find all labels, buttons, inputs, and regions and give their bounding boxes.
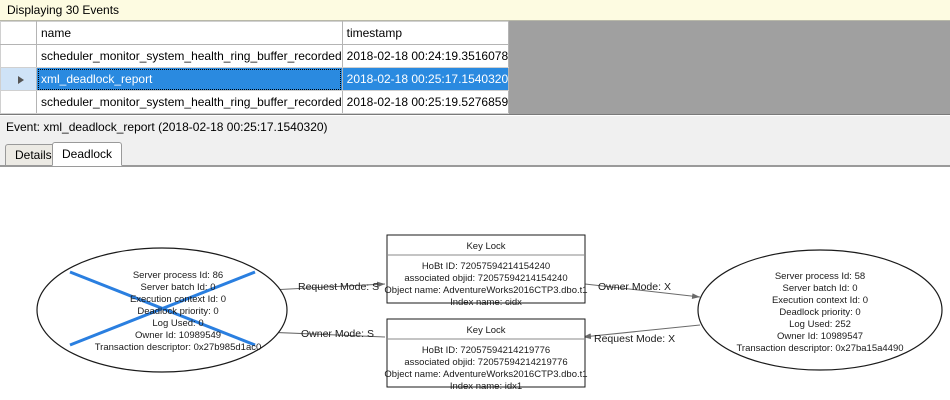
events-grid[interactable]: name timestamp scheduler_monitor_system_… [0, 21, 950, 115]
resource-top-line-1: HoBt ID: 72057594214154240 [422, 261, 550, 272]
cell-name[interactable]: scheduler_monitor_system_health_ring_buf… [36, 90, 343, 114]
cell-name[interactable]: scheduler_monitor_system_health_ring_buf… [36, 44, 343, 68]
process-right-line-7: Transaction descriptor: 0x27ba15a4490 [736, 343, 903, 354]
resource-bottom-line-3: Object name: AdventureWorks2016CTP3.dbo.… [384, 369, 587, 380]
edge-request-mode-x [582, 324, 701, 340]
process-left-line-5: Log Used: 0 [152, 318, 203, 329]
row-header-cell-current[interactable] [0, 67, 37, 91]
edge-label-request-mode-x: Request Mode: X [594, 333, 675, 345]
table-header-row: name timestamp [0, 21, 510, 45]
process-right-line-4: Deadlock priority: 0 [779, 307, 860, 318]
edge-label-owner-mode-s: Owner Mode: S [301, 328, 374, 340]
process-right-line-2: Server batch Id: 0 [783, 283, 858, 294]
process-left-line-6: Owner Id: 10989549 [135, 330, 221, 341]
event-header-text: Event: xml_deadlock_report (2018-02-18 0… [6, 120, 328, 134]
resource-node-bottom[interactable]: Key Lock HoBt ID: 72057594214219776 asso… [384, 318, 588, 392]
tab-strip-baseline [0, 165, 950, 166]
events-info-text: Displaying 30 Events [7, 3, 120, 17]
resource-top-line-3: Object name: AdventureWorks2016CTP3.dbo.… [384, 285, 587, 296]
event-header-bar: Event: xml_deadlock_report (2018-02-18 0… [0, 116, 950, 138]
table-row[interactable]: scheduler_monitor_system_health_ring_buf… [0, 44, 510, 68]
process-left-line-4: Deadlock priority: 0 [137, 306, 218, 317]
process-right-line-1: Server process Id: 58 [775, 271, 865, 282]
events-grid-table: name timestamp scheduler_monitor_system_… [0, 21, 510, 114]
process-right-line-5: Log Used: 252 [789, 319, 851, 330]
resource-bottom-title: Key Lock [466, 325, 505, 336]
deadlock-graph-panel[interactable]: Server process Id: 86 Server batch Id: 0… [0, 166, 950, 400]
row-header-corner[interactable] [0, 21, 37, 45]
resource-top-line-4: Index name: cidx [450, 297, 522, 308]
table-row[interactable]: scheduler_monitor_system_health_ring_buf… [0, 90, 510, 114]
current-row-arrow-icon [17, 75, 24, 84]
tab-strip: Details Deadlock [0, 138, 950, 166]
table-row-selected[interactable]: xml_deadlock_report 2018-02-18 00:25:17.… [0, 67, 510, 91]
edge-label-request-mode-s: Request Mode: S [298, 281, 379, 293]
edge-owner-mode-x [584, 283, 701, 299]
process-node-left[interactable]: Server process Id: 86 Server batch Id: 0… [36, 247, 288, 373]
tab-deadlock[interactable]: Deadlock [52, 142, 123, 166]
process-left-line-1: Server process Id: 86 [133, 270, 223, 281]
deadlock-graph-svg: Server process Id: 86 Server batch Id: 0… [36, 234, 943, 392]
resource-bottom-line-1: HoBt ID: 72057594214219776 [422, 345, 550, 356]
process-node-right[interactable]: Server process Id: 58 Server batch Id: 0… [697, 249, 943, 371]
process-left-line-7: Transaction descriptor: 0x27b985d1ac0 [95, 342, 262, 353]
column-header-name[interactable]: name [36, 21, 343, 45]
events-info-bar: Displaying 30 Events [0, 0, 950, 21]
edge-label-owner-mode-x: Owner Mode: X [598, 281, 671, 293]
row-header-cell[interactable] [0, 90, 37, 114]
tab-details[interactable]: Details [5, 144, 62, 165]
row-header-cell[interactable] [0, 44, 37, 68]
column-header-timestamp[interactable]: timestamp [341, 21, 510, 45]
victim-cross-line-2 [69, 270, 256, 347]
cell-timestamp[interactable]: 2018-02-18 00:25:19.5276859 [341, 90, 510, 114]
cell-name[interactable]: xml_deadlock_report [36, 67, 343, 91]
process-left-line-3: Execution context Id: 0 [130, 294, 226, 305]
resource-node-top[interactable]: Key Lock HoBt ID: 72057594214154240 asso… [384, 234, 588, 308]
resource-bottom-line-4: Index name: idx1 [450, 381, 522, 392]
process-right-line-3: Execution context Id: 0 [772, 295, 868, 306]
process-left-line-2: Server batch Id: 0 [141, 282, 216, 293]
resource-top-title: Key Lock [466, 241, 505, 252]
cell-timestamp[interactable]: 2018-02-18 00:24:19.3516078 [341, 44, 510, 68]
resource-top-line-2: associated objid: 72057594214154240 [404, 273, 567, 284]
cell-timestamp[interactable]: 2018-02-18 00:25:17.1540320 [341, 67, 510, 91]
process-right-line-6: Owner Id: 10989547 [777, 331, 863, 342]
resource-bottom-line-2: associated objid: 72057594214219776 [404, 357, 567, 368]
